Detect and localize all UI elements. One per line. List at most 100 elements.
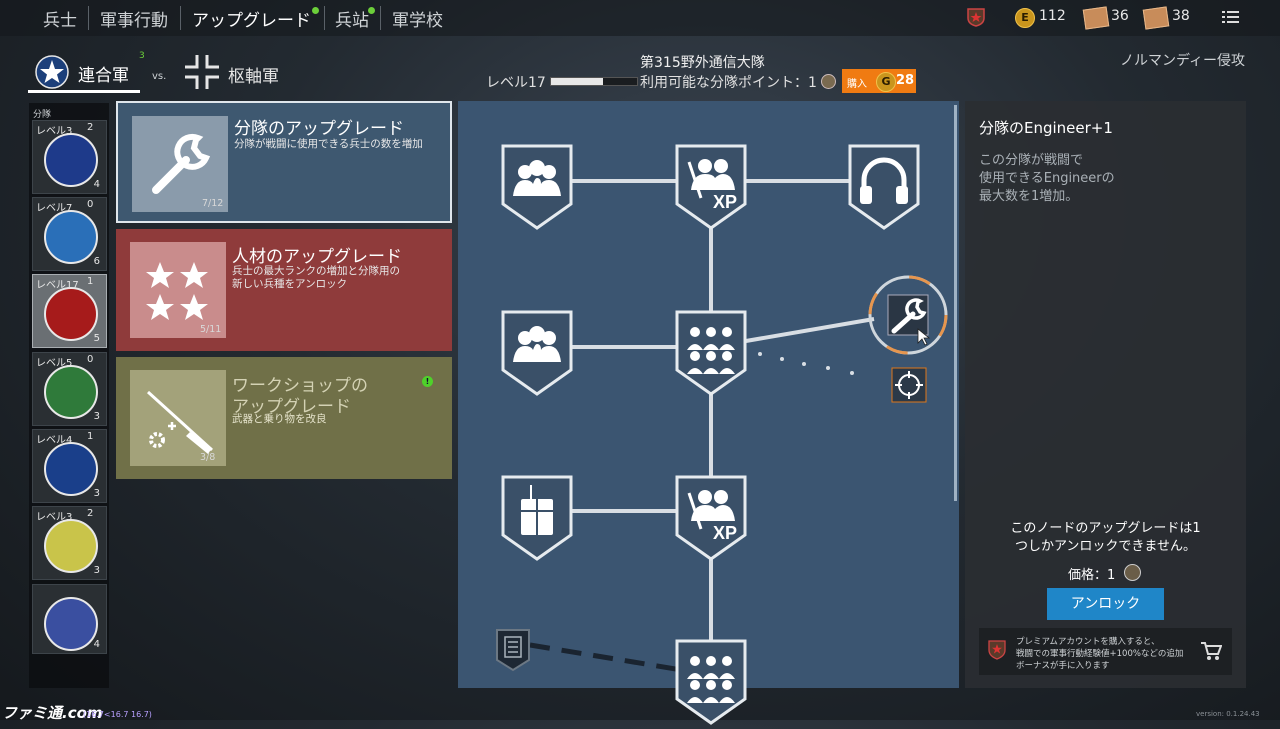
panel-desc-line1: 兵士の最大ランクの増加と分隊用の: [232, 265, 400, 277]
squad-upgrades-panel[interactable]: 分隊のアップグレード 分隊が戦闘に使用できる兵士の数を増加 7/12: [116, 101, 452, 223]
node-squad-size-2[interactable]: [501, 310, 573, 396]
engineer-wrench-icon: [868, 275, 948, 355]
tab-military-academy[interactable]: 軍学校: [392, 11, 443, 31]
node-squad-xp[interactable]: XP: [675, 144, 747, 230]
detail-title: 分隊のEngineer+1: [979, 119, 1113, 137]
squad-points: 2: [87, 508, 94, 519]
axis-tab[interactable]: 枢軸軍: [228, 67, 279, 87]
allies-tab[interactable]: 連合軍: [78, 66, 129, 86]
tab-campaign-operations[interactable]: 軍事行動: [100, 11, 168, 31]
price-label: 価格：1: [1068, 568, 1116, 583]
premium-text-line3: ボーナスが手に入ります: [1016, 661, 1110, 671]
squad-level: レベル17: [36, 280, 79, 291]
node-radio-equipment[interactable]: [501, 475, 573, 561]
tab-soldiers[interactable]: 兵士: [43, 11, 77, 31]
radio-equipment-icon: [501, 475, 573, 561]
buy-label: 購入: [847, 79, 867, 90]
panel-title: 分隊のアップグレード: [234, 119, 404, 139]
squad-points: 1: [87, 276, 94, 287]
squad-point-icon: [1124, 564, 1141, 581]
stars-icon-tile: [130, 242, 226, 338]
squad-size-icon: [501, 144, 573, 230]
squad-xp-2-icon: XP: [675, 475, 747, 561]
squad-level: レベル5: [36, 358, 73, 369]
detail-desc-line1: この分隊が戦闘で: [979, 153, 1084, 168]
unlock-note-line2: つしかアンロックできません。: [1014, 539, 1197, 554]
node-squad-size-3[interactable]: [675, 310, 747, 396]
node-engineer-selected[interactable]: [866, 273, 950, 357]
nav-divider: [180, 6, 181, 30]
squad-emblem: [44, 287, 98, 341]
allies-star-icon: [35, 55, 69, 89]
menu-icon[interactable]: [1222, 10, 1239, 25]
cart-icon[interactable]: [1200, 641, 1222, 661]
premium-text-line2: 戦闘での軍事行動経験値+100%などの追加: [1016, 649, 1184, 659]
notification-dot: [312, 7, 319, 14]
personnel-upgrades-panel[interactable]: 人材のアップグレード 兵士の最大ランクの増加と分隊用の 新しい兵種をアンロック …: [116, 229, 452, 351]
alert-icon: !: [422, 376, 433, 387]
squad-size-3-icon: [675, 310, 747, 396]
rifle-icon-tile: [130, 370, 226, 466]
squad-name: 第315野外通信大隊: [640, 55, 765, 71]
panel-title: 人材のアップグレード: [232, 247, 402, 267]
squad-card[interactable]: レベル3 2 3: [32, 506, 107, 580]
premium-banner[interactable]: プレミアムアカウントを購入すると、 戦闘での軍事行動経験値+100%などの追加 …: [979, 628, 1232, 675]
squad-size-2-icon: [501, 310, 573, 396]
rank-shield-icon[interactable]: [966, 7, 986, 27]
workshop-upgrades-panel[interactable]: ワークショップの アップグレード 武器と乗り物を改良 ! 3/8: [116, 357, 452, 479]
squad-soldier-count: 3: [93, 488, 100, 499]
node-target-locked[interactable]: [886, 362, 932, 408]
squad-emblem: [44, 597, 98, 651]
panel-title-line2: アップグレード: [232, 397, 351, 417]
panel-desc-line2: 新しい兵種をアンロック: [232, 278, 348, 290]
coin-icon: E: [1015, 8, 1035, 28]
squad-soldier-count: 5: [93, 333, 100, 344]
panel-progress: 5/11: [200, 324, 222, 335]
nav-divider: [324, 6, 325, 30]
squad-soldier-count: 4: [93, 639, 100, 650]
squad-soldier-count: 3: [93, 565, 100, 576]
detail-panel: 分隊のEngineer+1 この分隊が戦闘で 使用できるEngineerの 最大…: [965, 101, 1246, 688]
squad-level: レベル7: [36, 203, 73, 214]
level-progress-bar: [550, 77, 638, 86]
squad-level: レベル4: [36, 435, 73, 446]
coin-count: 112: [1039, 8, 1066, 24]
squad-level: レベル3: [36, 126, 73, 137]
node-squad-size-4[interactable]: [675, 639, 747, 725]
node-locked-clipboard[interactable]: [495, 628, 531, 672]
tab-logistics[interactable]: 兵站: [335, 11, 369, 31]
radio-operator-icon: [848, 144, 920, 230]
squad-list-title: 分隊: [33, 110, 52, 120]
squad-level: レベル3: [36, 512, 73, 523]
crosshair-icon: [891, 367, 927, 403]
weapon-card-icon: [1142, 6, 1170, 30]
node-squad-size[interactable]: [501, 144, 573, 230]
version-label: version: 0.1.24.43: [1196, 710, 1260, 718]
squad-card[interactable]: 4: [32, 584, 107, 654]
panel-title-line1: ワークショップの: [232, 376, 368, 396]
active-faction-underline: [28, 90, 140, 93]
squad-card[interactable]: レベル17 1 5: [32, 274, 107, 348]
squad-soldier-count: 6: [93, 256, 100, 267]
svg-text:XP: XP: [713, 523, 737, 543]
squad-xp-icon: XP: [675, 144, 747, 230]
node-radio-operator[interactable]: [848, 144, 920, 230]
buy-points-button[interactable]: 購入 G 28: [842, 69, 916, 93]
card-count-1: 36: [1111, 8, 1129, 24]
node-squad-xp-2[interactable]: XP: [675, 475, 747, 561]
stars-icon: [146, 262, 208, 320]
tab-upgrades[interactable]: アップグレード: [192, 11, 311, 31]
squad-point-icon: [821, 74, 836, 89]
wrench-icon: [152, 133, 211, 194]
squad-emblem: [44, 442, 98, 496]
squad-soldier-count: 3: [93, 411, 100, 422]
premium-shield-icon: [988, 640, 1006, 660]
squad-emblem: [44, 519, 98, 573]
campaign-name[interactable]: ノルマンディー侵攻: [1120, 53, 1246, 69]
unlock-button[interactable]: アンロック: [1047, 588, 1164, 620]
card-count-2: 38: [1172, 8, 1190, 24]
